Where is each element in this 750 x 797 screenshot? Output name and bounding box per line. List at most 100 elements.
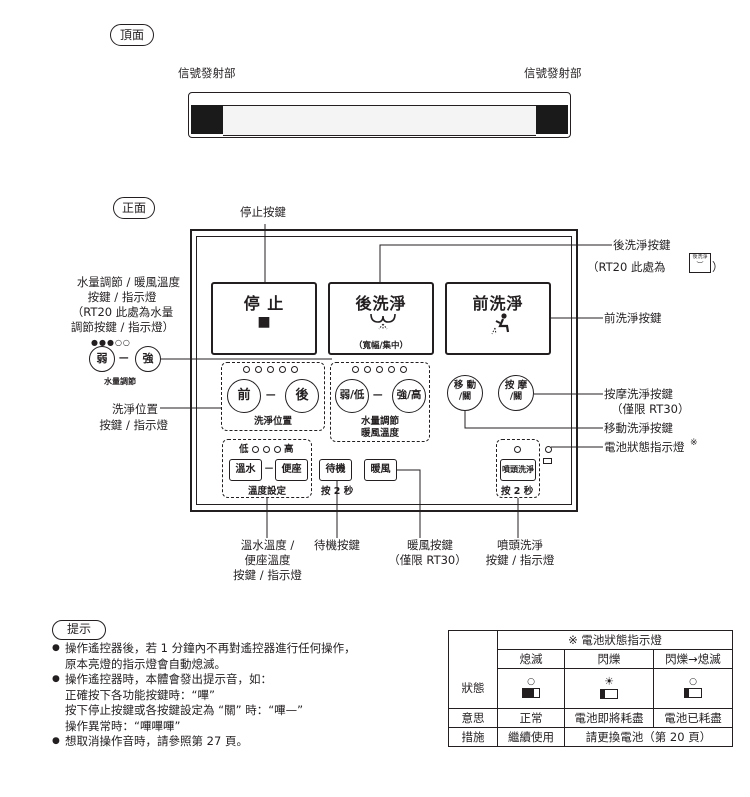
top-view-tag: 頂面 (110, 24, 154, 46)
tips-list: ● 操作遙控器後，若 1 分鐘內不再對遙控器進行任何操作， 原本亮燈的指示燈會自… (52, 641, 356, 750)
front-wash-icon (491, 313, 510, 335)
warm-air-callout-1: 暖風按鍵 (407, 538, 453, 552)
tip-line: 按下停止按鍵或各按鍵設定為 “關” 時：“嗶—” (65, 703, 304, 717)
tip-item: ● 操作遙控器時，本體會發出提示音，如： 正確按下各功能按鍵時：“嗶” 按下停止… (52, 672, 356, 734)
nozzle-led (514, 446, 521, 453)
temp-led-3 (274, 446, 281, 453)
move-wash-label-1: 移 動 (453, 380, 477, 391)
position-led-3 (267, 366, 274, 373)
position-front-button[interactable]: 前 (227, 379, 261, 413)
position-group (221, 362, 325, 431)
meaning-normal: 正常 (497, 708, 565, 728)
left-dash: － (118, 351, 130, 365)
tip-line: 原本亮燈的指示燈會自動熄滅。 (65, 656, 226, 671)
massage-wash-button[interactable]: 按 摩 /關 (498, 375, 534, 411)
rear-wash-icon (370, 313, 396, 330)
rear-wash-mini-button: 後洗淨 ︶ (689, 253, 711, 273)
position-led-2 (255, 366, 262, 373)
tip-bullet: ● (52, 643, 60, 653)
temp-callout-3: 按鍵 / 指示燈 (233, 568, 302, 582)
position-callout-1: 洗淨位置 (112, 402, 158, 416)
volume-caption-1: 水量調節 (360, 416, 399, 427)
table-corner-2 (448, 649, 498, 669)
water-volume-callout-4: 調節按鍵 / 指示燈） (70, 320, 175, 334)
rear-wash-mini-label: 後洗淨 (692, 254, 708, 260)
move-wash-label-2: /關 (458, 392, 472, 402)
tips-tag: 提示 (52, 620, 106, 640)
water-volume-callout-1: 水量調節 / 暖風溫度 (76, 275, 180, 289)
top-edge-band (223, 105, 536, 136)
volume-caption-2: 暖風溫度 (360, 428, 399, 439)
left-volume-caption: 水量調節 (104, 377, 136, 386)
header-blink-off: 閃爍→熄滅 (653, 649, 733, 669)
volume-led-3 (376, 366, 383, 373)
left-weak-button: 弱 (89, 346, 115, 372)
temp-led-1 (252, 446, 259, 453)
move-callout: 移動洗淨按鍵 (604, 421, 673, 435)
battery-led (545, 446, 552, 453)
front-wash-callout: 前洗淨按鍵 (604, 311, 662, 325)
row-action-label: 措施 (448, 727, 498, 747)
state-blink-icon: ☀ (564, 668, 654, 709)
nozzle-callout-1: 噴頭洗淨 (497, 538, 543, 552)
front-wash-label: 前洗淨 (472, 294, 524, 313)
water-temp-button[interactable]: 溫水 (229, 459, 262, 481)
left-strong-button: 強 (135, 346, 161, 372)
battery-status-table: ※ 電池狀態指示燈 熄滅 閃爍 閃爍→熄滅 狀態 ○ ☀ ○ 意思 正常 電池即… (448, 630, 733, 747)
move-wash-button[interactable]: 移 動 /關 (447, 375, 483, 411)
emitter-window-left (191, 105, 223, 134)
nozzle-group (496, 439, 540, 498)
rear-wash-label: 後洗淨 (355, 294, 407, 313)
front-view-tag: 正面 (113, 197, 155, 219)
volume-led-1 (352, 366, 359, 373)
volume-strong-button[interactable]: 強/高 (392, 379, 426, 413)
battery-callout-mark: ※ (690, 438, 698, 448)
nozzle-wash-button[interactable]: 噴頭洗淨 (500, 459, 536, 481)
position-led-4 (279, 366, 286, 373)
battery-icon (543, 458, 552, 464)
seat-temp-button[interactable]: 便座 (275, 459, 308, 481)
massage-callout-1: 按摩洗淨按鍵 (604, 387, 673, 401)
volume-led-4 (388, 366, 395, 373)
tip-bullet: ● (52, 674, 60, 684)
tip-bullet: ● (52, 736, 60, 746)
row-state-label: 狀態 (448, 668, 498, 709)
remote-top-edge (188, 92, 571, 138)
position-led-5 (291, 366, 298, 373)
front-wash-button[interactable]: 前洗淨 (445, 282, 551, 355)
temp-callout-2: 便座溫度 (244, 553, 291, 567)
rear-wash-mini-icon: ︶ (696, 261, 704, 269)
temp-group (222, 439, 312, 498)
table-corner (448, 630, 498, 650)
meaning-empty: 電池已耗盡 (653, 708, 733, 728)
water-volume-callout-2: 按鍵 / 指示燈 (87, 290, 157, 304)
remote-front-panel-inner (196, 236, 572, 505)
meaning-low: 電池即將耗盡 (564, 708, 654, 728)
row-meaning-label: 意思 (448, 708, 498, 728)
standby-button[interactable]: 待機 (319, 459, 352, 481)
rear-wash-button[interactable]: 後洗淨 （寬幅/集中） (328, 282, 434, 355)
massage-wash-label-1: 按 摩 (504, 380, 528, 391)
position-rear-button[interactable]: 後 (285, 379, 319, 413)
rear-wash-callout-note: （RT20 此處為 (587, 260, 666, 274)
header-blink: 閃爍 (564, 649, 654, 669)
header-off: 熄滅 (497, 649, 565, 669)
emitter-label-left: 信號發射部 (178, 66, 236, 80)
position-dash: － (265, 388, 277, 402)
volume-group (330, 362, 430, 442)
position-callout-2: 按鍵 / 指示燈 (99, 418, 168, 432)
water-volume-callout-3: （RT20 此處為水量 (71, 305, 174, 319)
warm-air-button[interactable]: 暖風 (364, 459, 397, 481)
action-replace: 請更換電池（第 20 頁） (564, 727, 733, 747)
tip-item: ● 想取消操作音時，請參照第 27 頁。 (52, 734, 356, 750)
massage-callout-2: （僅限 RT30） (611, 402, 690, 416)
volume-weak-button[interactable]: 弱/低 (335, 379, 369, 413)
volume-led-2 (364, 366, 371, 373)
rear-wash-sub-label: （寬幅/集中） (353, 341, 409, 351)
battery-callout: 電池狀態指示燈 (604, 440, 685, 454)
stop-button[interactable]: 停 止 ■ (211, 282, 317, 355)
tip-line: 操作遙控器後，若 1 分鐘內不再對遙控器進行任何操作， (65, 641, 356, 655)
tip-item: ● 操作遙控器後，若 1 分鐘內不再對遙控器進行任何操作， 原本亮燈的指示燈會自… (52, 641, 356, 672)
position-caption: 洗淨位置 (253, 416, 292, 427)
tip-line: 正確按下各功能按鍵時：“嗶” (65, 687, 215, 702)
